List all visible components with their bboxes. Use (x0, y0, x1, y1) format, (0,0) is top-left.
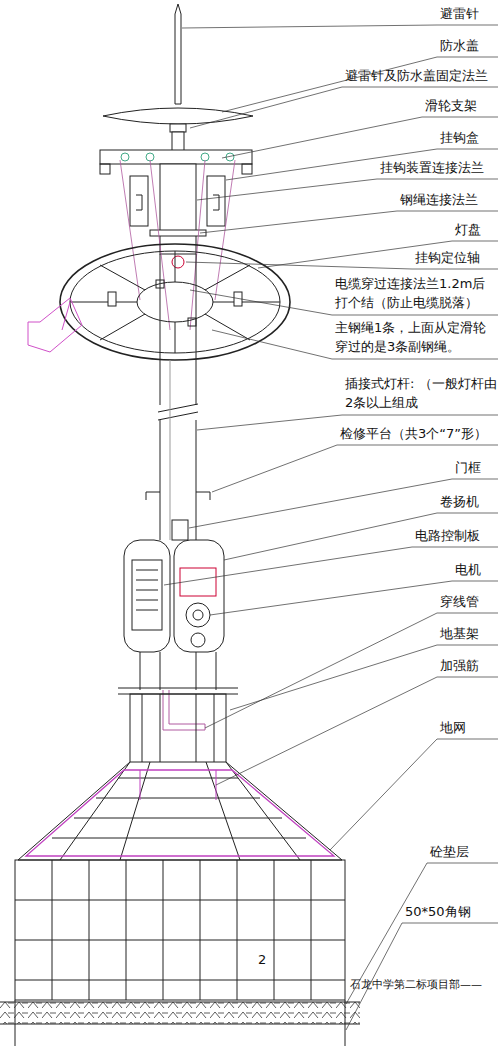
part-label: 50*50角钢 (405, 902, 471, 921)
part-label: 滑轮支架 (425, 96, 477, 115)
part-label: 电缆穿过连接法兰1.2m后 打个结（防止电缆脱落） (335, 274, 498, 312)
part-label: 穿线管 (440, 592, 479, 611)
part-label: 地网 (440, 718, 466, 737)
part-label: 加强筋 (440, 656, 479, 675)
part-label: 门框 (455, 458, 481, 477)
part-label: 砼垫层 (430, 842, 469, 861)
part-label: 防水盖 (440, 36, 479, 55)
part-label: 电机 (455, 560, 481, 579)
part-label: 检修平台（共3个“7”形） (340, 424, 498, 443)
part-label: 避雷针 (440, 4, 479, 23)
callout-number: 2 (258, 950, 266, 969)
part-label: 挂钩定位轴 (415, 248, 480, 267)
part-label: 钢绳连接法兰 (400, 190, 478, 209)
part-label: 电路控制板 (415, 526, 480, 545)
part-label: 卷扬机 (440, 492, 479, 511)
footer-text: 石龙中学第二标项目部—— (350, 978, 498, 992)
part-label: 灯盘 (455, 220, 481, 239)
part-label: 主钢绳1条，上面从定滑轮穿过的是3条副钢绳。 (335, 318, 498, 356)
part-label: 避雷针及防水盖固定法兰 (345, 66, 498, 85)
part-label: 挂钩盒 (440, 128, 479, 147)
part-label: 地基架 (440, 624, 479, 643)
part-label: 插接式灯杆: （一般灯杆由2条以上组成 (345, 374, 498, 412)
part-label: 挂钩装置连接法兰 (380, 158, 484, 177)
